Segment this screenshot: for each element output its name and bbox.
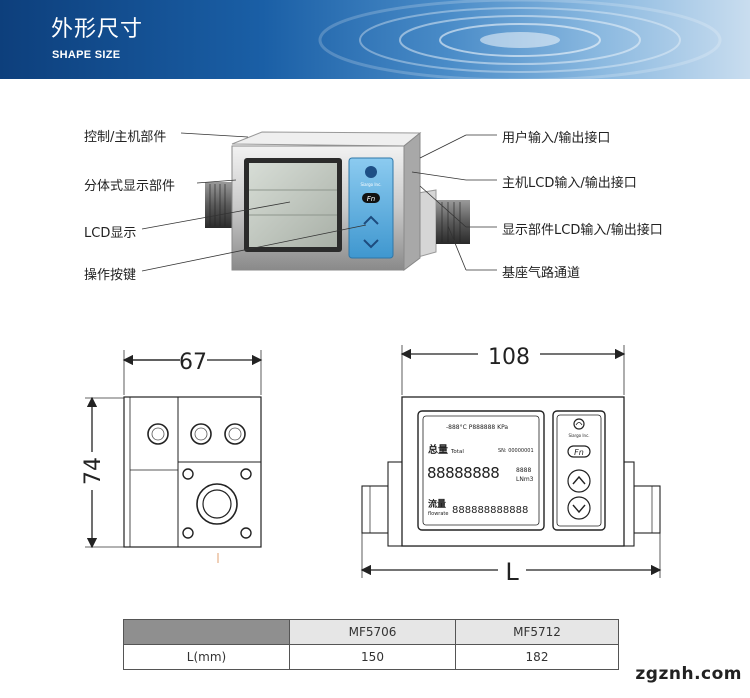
leader-lines (141, 132, 497, 272)
lcd-flow-cn: 流量 (428, 498, 446, 510)
table-cell-mf5706: 150 (289, 644, 456, 670)
lcd-flow-digits: 888888888888 (452, 505, 528, 516)
table-header-blank (123, 619, 290, 645)
callout-control-unit: 控制/主机部件 (84, 130, 167, 145)
header-banner: 外形尺寸 SHAPE SIZE (0, 0, 750, 79)
page-subtitle: SHAPE SIZE (52, 49, 121, 61)
lcd-total-cn: 总量 (428, 443, 448, 456)
lcd-unit: LNm3 (516, 476, 534, 483)
table-row-label: L(mm) (123, 644, 290, 670)
front-view-drawing (360, 345, 662, 578)
width-dimension-108: 108 (488, 345, 530, 370)
lcd-total-digits: 88888888 (427, 464, 499, 482)
table-cell-mf5712: 182 (455, 644, 619, 670)
lcd-small-digits: 8888 (516, 467, 531, 474)
device-photo-fn: Fn (367, 195, 375, 203)
lcd-total-en: Total (450, 449, 464, 455)
lcd-top-line: -888°C P888888 KPa (446, 424, 508, 431)
callout-gas-channel: 基座气路通道 (502, 266, 581, 281)
callout-host-lcd-io: 主机LCD输入/输出接口 (502, 176, 637, 191)
callout-keys: 操作按键 (84, 268, 137, 283)
table-header-row: MF5706 MF5712 (123, 619, 619, 645)
table-row: L(mm) 150 182 (123, 644, 619, 670)
front-fn-key[interactable]: Fn (574, 448, 584, 457)
lcd-content: -888°C P888888 KPa 总量 Total SN: 00000001… (427, 424, 534, 517)
callout-split-display: 分体式显示部件 (84, 179, 176, 194)
side-view-drawing (85, 350, 263, 563)
width-dimension-67: 67 (179, 350, 207, 375)
table-header-mf5712: MF5712 (455, 619, 619, 645)
callout-display-lcd-io: 显示部件LCD输入/输出接口 (502, 223, 663, 238)
device-photo: Siargo Inc. Fn (205, 131, 470, 271)
table-header-mf5706: MF5706 (289, 619, 456, 645)
lcd-flow-en: flowrate (428, 511, 448, 517)
lcd-serial: SN: 00000001 (498, 448, 534, 454)
length-dimension-l: L (505, 558, 519, 586)
front-brand-text: Siargo Inc. (568, 433, 589, 438)
spec-table: MF5706 MF5712 L(mm) 150 182 (123, 619, 619, 670)
callout-lcd: LCD显示 (84, 226, 137, 241)
page-title: 外形尺寸 (51, 16, 144, 41)
callout-user-io: 用户输入/输出接口 (502, 131, 611, 146)
device-photo-brand: Siargo Inc. (360, 182, 381, 187)
height-dimension-74: 74 (81, 457, 106, 485)
swirl-decoration (318, 0, 722, 79)
watermark: zgznh.com (635, 664, 742, 684)
